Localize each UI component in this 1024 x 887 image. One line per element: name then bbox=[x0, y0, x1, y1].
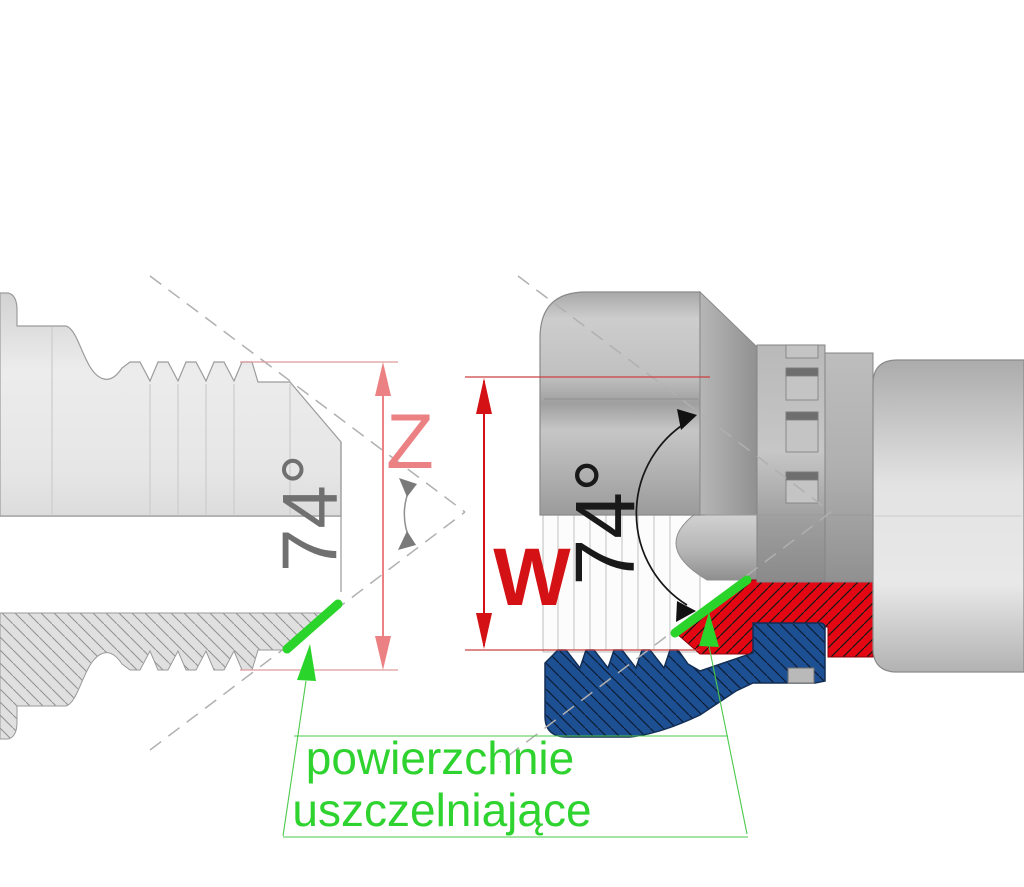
z-arrow-down-icon bbox=[375, 636, 391, 670]
female-angle-arrow-down-icon bbox=[676, 601, 696, 622]
female-thread-lines bbox=[557, 508, 671, 650]
dimension-w: W bbox=[465, 376, 710, 651]
callout-label: powierzchnie uszczelniające bbox=[292, 732, 591, 836]
grip-slots bbox=[785, 344, 819, 504]
nut-front bbox=[539, 291, 701, 516]
male-fitting-body bbox=[0, 292, 342, 517]
callout-leader-lines bbox=[282, 645, 748, 838]
male-angle-arrow-up-icon bbox=[399, 478, 417, 497]
male-angle-arc bbox=[398, 478, 417, 550]
female-angle-arrow-up-icon bbox=[677, 409, 697, 430]
female-sealing-surface-line bbox=[670, 575, 752, 638]
callout-line-2: uszczelniające bbox=[292, 784, 591, 836]
female-sealing-arrow-icon bbox=[699, 612, 719, 647]
male-fitting-section-hatch bbox=[0, 612, 324, 740]
male-angle-arrow-down-icon bbox=[398, 531, 416, 550]
retainer-notch bbox=[787, 667, 815, 684]
male-thread-shading bbox=[51, 327, 291, 514]
nut-cone bbox=[699, 290, 758, 516]
w-dim-label: W bbox=[493, 532, 571, 623]
female-angle-arc bbox=[635, 409, 697, 622]
male-sealing-surface-line bbox=[282, 599, 343, 654]
w-arrow-up-icon bbox=[476, 378, 492, 414]
callout-line-1: powierzchnie bbox=[306, 732, 574, 784]
female-cone-dashed-lower bbox=[499, 511, 832, 763]
sealing-surface-annotations: powierzchnie uszczelniające bbox=[282, 575, 752, 838]
rear-collar bbox=[824, 352, 874, 583]
dimension-z: Z bbox=[240, 361, 434, 671]
male-cone-dashed-upper bbox=[149, 275, 466, 513]
nut-section-blue bbox=[544, 622, 826, 738]
male-fitting bbox=[0, 292, 342, 740]
z-arrow-up-icon bbox=[375, 362, 391, 396]
w-arrow-down-icon bbox=[476, 613, 492, 649]
male-angle-label: 74° bbox=[266, 454, 354, 572]
male-bore bbox=[0, 517, 341, 612]
z-dim-label: Z bbox=[386, 397, 434, 485]
male-sealing-arrow-icon bbox=[297, 644, 316, 681]
female-cone-dashed-upper bbox=[517, 275, 832, 513]
female-angle-label: 74° bbox=[558, 458, 652, 585]
